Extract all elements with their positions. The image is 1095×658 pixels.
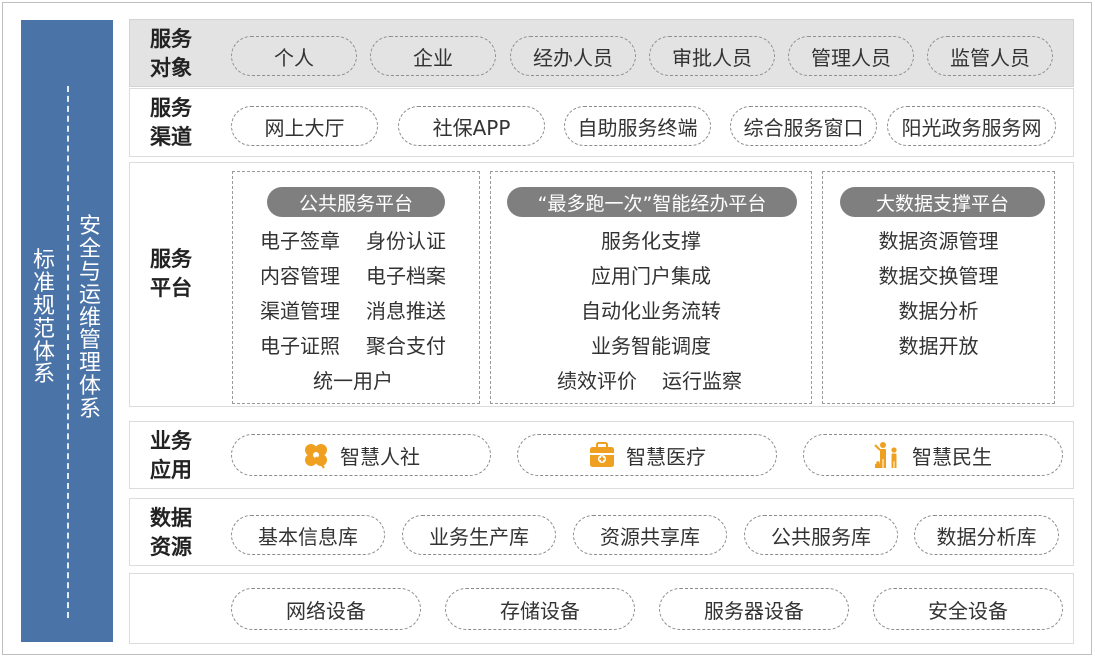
pill-infrastructure[interactable]: 服务器设备 bbox=[659, 588, 849, 630]
pill-infrastructure[interactable]: 存储设备 bbox=[445, 588, 635, 630]
layer-title: 服务对象 bbox=[150, 27, 192, 80]
app-smart-livelihood[interactable]: 智慧民生 bbox=[803, 434, 1063, 476]
platform-item: 服务化支撑 bbox=[601, 229, 701, 253]
platform-item: 内容管理 bbox=[260, 264, 340, 288]
platform-item: 自动化业务流转 bbox=[581, 299, 721, 323]
platform-item: 数据交换管理 bbox=[878, 264, 999, 288]
pill-service-object[interactable]: 审批人员 bbox=[649, 36, 775, 76]
platform-item: 绩效评价 bbox=[557, 369, 637, 393]
pill-service-object[interactable]: 企业 bbox=[370, 36, 496, 76]
layer-data-sources: 数据资源 基本信息库 业务生产库 资源共享库 公共服务库 数据分析库 bbox=[129, 498, 1074, 566]
family-icon bbox=[874, 442, 897, 468]
layer-title: 服务渠道 bbox=[150, 96, 192, 149]
clover-icon bbox=[305, 444, 327, 469]
platform-item: 数据分析 bbox=[898, 299, 979, 323]
pill-data-source[interactable]: 基本信息库 bbox=[231, 515, 385, 555]
platform-item: 数据资源管理 bbox=[878, 229, 999, 253]
pill-channel[interactable]: 阳光政务服务网 bbox=[887, 106, 1056, 146]
medical-kit-icon bbox=[590, 442, 614, 467]
pill-channel[interactable]: 综合服务窗口 bbox=[730, 106, 877, 146]
platform-item: 业务智能调度 bbox=[591, 334, 711, 358]
panel-public-service: 公共服务平台 电子签章 身份认证 内容管理 电子档案 渠道管理 消息推送 电子证… bbox=[232, 171, 480, 404]
panel-smart-handling: “最多跑一次”智能经办平台 服务化支撑 应用门户集成 自动化业务流转 业务智能调… bbox=[490, 171, 812, 404]
pill-data-source[interactable]: 数据分析库 bbox=[914, 515, 1059, 555]
pill-data-source[interactable]: 业务生产库 bbox=[402, 515, 556, 555]
pill-service-object[interactable]: 监管人员 bbox=[927, 36, 1053, 76]
app-label: 智慧人社 bbox=[340, 444, 420, 469]
pill-data-source[interactable]: 公共服务库 bbox=[744, 515, 898, 555]
layer-service-objects: 服务对象 个人 企业 经办人员 审批人员 管理人员 监管人员 bbox=[129, 19, 1074, 87]
platform-item: 聚合支付 bbox=[366, 334, 446, 358]
pill-channel[interactable]: 网上大厅 bbox=[231, 106, 378, 146]
platform-item: 电子签章 bbox=[260, 229, 340, 253]
platform-item: 电子档案 bbox=[366, 264, 446, 288]
panel-title-badge: 公共服务平台 bbox=[267, 187, 445, 217]
layer-title: 数据资源 bbox=[150, 506, 192, 559]
platform-item: 数据开放 bbox=[898, 334, 979, 358]
pill-data-source[interactable]: 资源共享库 bbox=[573, 515, 727, 555]
panel-big-data: 大数据支撑平台 数据资源管理 数据交换管理 数据分析 数据开放 bbox=[822, 171, 1055, 404]
pill-infrastructure[interactable]: 网络设备 bbox=[231, 588, 421, 630]
layer-service-channels: 服务渠道 网上大厅 社保APP 自助服务终端 综合服务窗口 阳光政务服务网 bbox=[129, 88, 1074, 157]
pill-channel[interactable]: 自助服务终端 bbox=[564, 106, 711, 146]
platform-item: 渠道管理 bbox=[260, 299, 340, 323]
platform-item: 统一用户 bbox=[313, 369, 393, 393]
layer-business-apps: 业务应用 智慧人社 智慧医疗 bbox=[129, 421, 1074, 489]
platform-item: 电子证照 bbox=[260, 334, 340, 358]
app-smart-medical[interactable]: 智慧医疗 bbox=[517, 434, 777, 476]
platform-item: 消息推送 bbox=[366, 299, 446, 323]
sidebar-divider bbox=[67, 86, 69, 618]
platform-item: 应用门户集成 bbox=[591, 264, 711, 288]
panel-title-badge: “最多跑一次”智能经办平台 bbox=[507, 187, 797, 217]
app-label: 智慧医疗 bbox=[626, 444, 706, 469]
layer-infrastructure: 网络设备 存储设备 服务器设备 安全设备 bbox=[129, 573, 1074, 644]
platform-item: 运行监察 bbox=[662, 369, 742, 393]
security-ops-system-label: 安全与运维管理体系 bbox=[78, 214, 101, 422]
pill-service-object[interactable]: 管理人员 bbox=[788, 36, 914, 76]
pill-service-object[interactable]: 经办人员 bbox=[510, 36, 636, 76]
pill-service-object[interactable]: 个人 bbox=[231, 36, 357, 76]
layer-service-platform: 服务平台 公共服务平台 电子签章 身份认证 内容管理 电子档案 渠道管理 消息推… bbox=[129, 162, 1074, 407]
pill-infrastructure[interactable]: 安全设备 bbox=[873, 588, 1063, 630]
app-label: 智慧民生 bbox=[912, 444, 992, 469]
layer-title: 服务平台 bbox=[150, 247, 192, 300]
pill-channel[interactable]: 社保APP bbox=[398, 106, 545, 146]
platform-item: 身份认证 bbox=[366, 229, 446, 253]
app-smart-hrss[interactable]: 智慧人社 bbox=[231, 434, 491, 476]
standards-system-label: 标准规范体系 bbox=[32, 248, 55, 388]
panel-title-badge: 大数据支撑平台 bbox=[840, 187, 1045, 217]
layer-title: 业务应用 bbox=[150, 429, 192, 482]
sidebar: 标准规范体系 安全与运维管理体系 bbox=[21, 20, 113, 642]
